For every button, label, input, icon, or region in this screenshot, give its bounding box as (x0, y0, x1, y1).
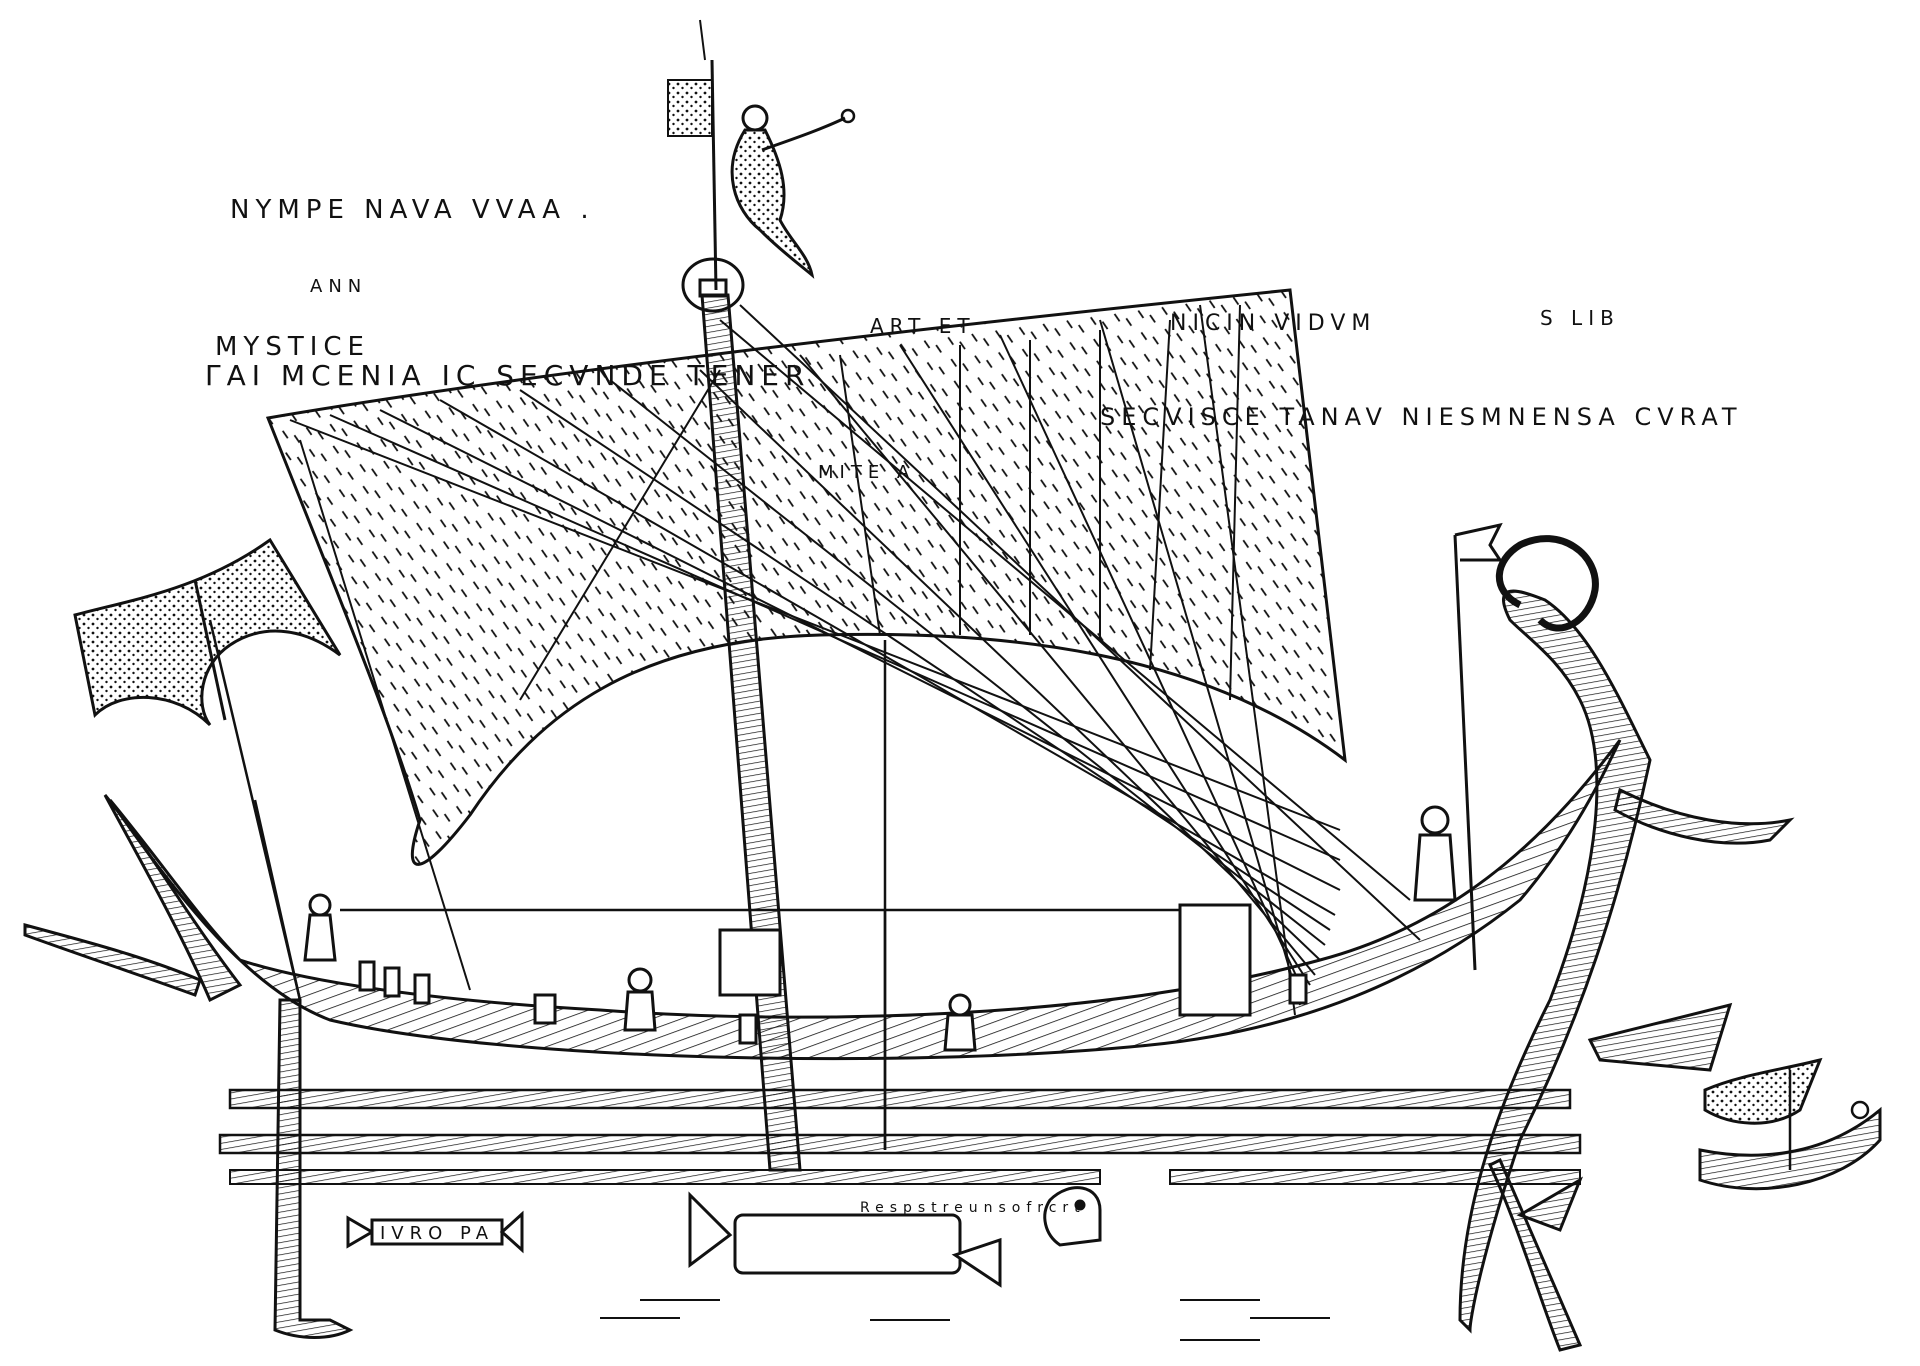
crew-center-figure (943, 993, 977, 1052)
inscription-right: SECVISCE TANAV NIESMNENSA CVRAT (1100, 403, 1743, 431)
bow (1453, 522, 1795, 1334)
inscription-mystice: MYSTICE (215, 332, 370, 362)
fore-sail (73, 537, 342, 1001)
crew-mid-figure (623, 967, 657, 1032)
inscription-main: ΓΑΙ ΜCENIA IC SECVNDE TENER (205, 359, 810, 392)
scribble-lower: Respstreunsofrcrt (860, 1200, 1086, 1216)
deck-posts (358, 960, 1308, 1045)
crew-figures (303, 805, 1457, 1052)
inscription-nympe: NYMPE NAVA VVAA . (230, 195, 595, 225)
forestays (299, 304, 1421, 991)
main-sail (265, 288, 1347, 1016)
sail-rigging-lines (289, 304, 1341, 1016)
stern-ornament (23, 794, 243, 1003)
nameplate: IVRO PA (346, 1210, 524, 1254)
steering-oars (273, 998, 1584, 1352)
hull (108, 640, 1622, 1185)
fish-figure (688, 1186, 1102, 1288)
small-boat (1587, 1002, 1882, 1191)
inscriptions: NYMPE NAVA VVAA . ANN MYSTICE ΓΑΙ ΜCENIA… (205, 195, 1743, 1216)
nameplate-text: IVRO PA (380, 1223, 494, 1244)
inscription-slib: S LIB (1540, 306, 1620, 330)
inscription-ann: ANN (310, 276, 367, 297)
masthead-figure (699, 19, 856, 279)
water-marks (600, 1299, 1330, 1341)
crew-bow-figure (1413, 805, 1457, 902)
inscription-nicin: NICIN VIDVM (1170, 311, 1376, 336)
crew-stern-figure (303, 893, 337, 962)
inscription-mite: MITE A (818, 462, 915, 483)
inscription-art-et: ART ET (870, 314, 976, 338)
